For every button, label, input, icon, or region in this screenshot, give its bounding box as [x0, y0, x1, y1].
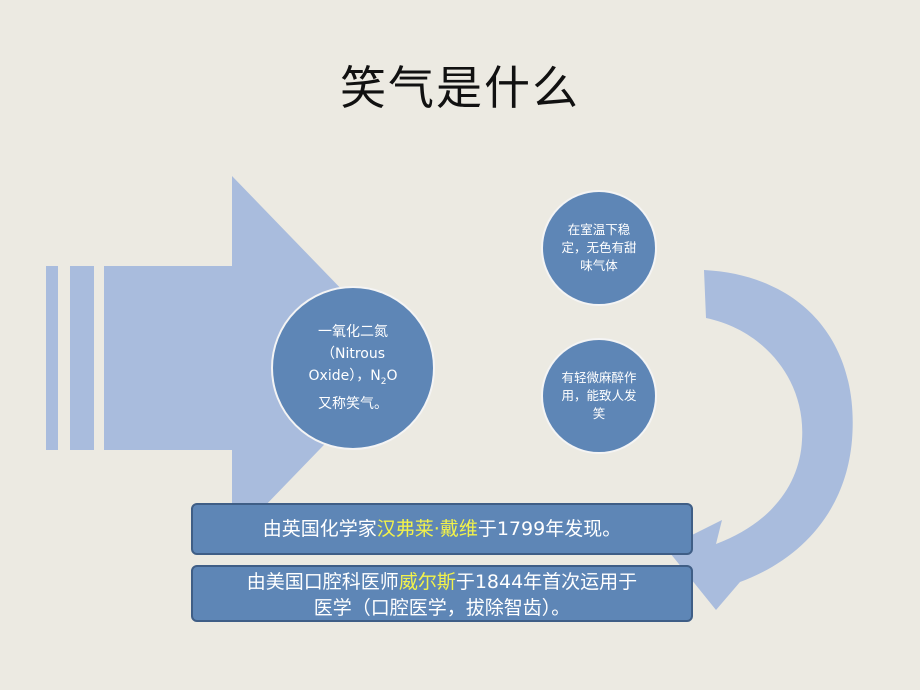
circle-line: （Nitrous: [320, 346, 386, 363]
circle-line: 一氧化二氮: [318, 324, 388, 341]
box-line: 医学（口腔医学，拔除智齿）。: [313, 597, 571, 619]
property-circle-anesthetic: 有轻微麻醉作用，能致人发笑: [541, 338, 657, 454]
property-circle-stable: 在室温下稳定，无色有甜味气体: [541, 190, 657, 306]
highlight-name: 威尔斯: [398, 571, 456, 593]
highlight-name: 汉弗莱·戴维: [376, 518, 478, 540]
main-circle-text: 一氧化二氮 （Nitrous Oxide），N2O 又称笑气。: [309, 321, 398, 415]
discovery-box: 由英国化学家汉弗莱·戴维于1799年发现。: [191, 503, 693, 555]
box-line: 由美国口腔科医师威尔斯于1844年首次运用于: [246, 571, 638, 593]
property-text: 有轻微麻醉作用，能致人发笑: [561, 370, 637, 421]
curved-arrow-shape: [666, 270, 853, 610]
slide-title: 笑气是什么: [340, 61, 580, 115]
main-definition-circle: 一氧化二氮 （Nitrous Oxide），N2O 又称笑气。: [271, 286, 435, 450]
circle-line-formula: Oxide），N2O: [308, 368, 398, 387]
medical-use-box: 由美国口腔科医师威尔斯于1844年首次运用于 医学（口腔医学，拔除智齿）。: [191, 565, 693, 622]
circle-line: 又称笑气。: [318, 395, 388, 412]
property-text: 在室温下稳定，无色有甜味气体: [561, 222, 637, 273]
